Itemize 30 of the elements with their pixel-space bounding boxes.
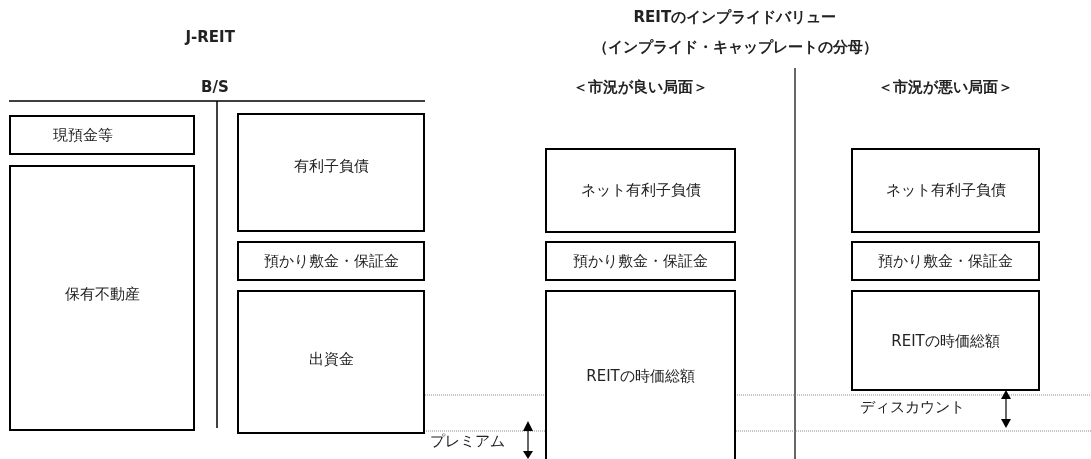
account-label: 保有不動産 <box>64 285 140 304</box>
heading: J-REIT <box>185 28 235 46</box>
dimension-label: ディスカウント <box>860 398 965 417</box>
account-label: 預かり敷金・保証金 <box>263 251 399 271</box>
heading: ＜市況が悪い局面＞ <box>877 78 1013 97</box>
account-label: 有利子負債 <box>293 157 369 176</box>
account-box <box>545 290 736 459</box>
account-label: 預かり敷金・保証金 <box>878 251 1013 271</box>
account-label: 現預金等 <box>53 125 113 145</box>
heading: B/S <box>201 78 229 96</box>
account-box <box>9 115 195 155</box>
account-box <box>545 148 736 233</box>
account-label: ネット有利子負債 <box>580 181 701 200</box>
account-box <box>9 165 195 431</box>
account-box <box>851 148 1040 233</box>
account-box <box>237 241 425 281</box>
account-box <box>237 290 425 434</box>
account-label: REITの時価総額 <box>891 332 1000 351</box>
account-label: 出資金 <box>308 350 354 369</box>
account-label: REITの時価総額 <box>586 367 695 386</box>
heading: （インプライド・キャップレートの分母） <box>592 38 878 57</box>
account-box <box>851 241 1040 281</box>
heading: ＜市況が良い局面＞ <box>572 78 708 97</box>
account-box <box>545 241 736 281</box>
heading: REITのインプライドバリュー <box>633 8 837 27</box>
account-box <box>237 113 425 232</box>
account-box <box>851 290 1040 391</box>
dimension-label: プレミアム <box>430 432 505 451</box>
account-label: ネット有利子負債 <box>885 181 1006 200</box>
account-label: 預かり敷金・保証金 <box>573 251 708 271</box>
